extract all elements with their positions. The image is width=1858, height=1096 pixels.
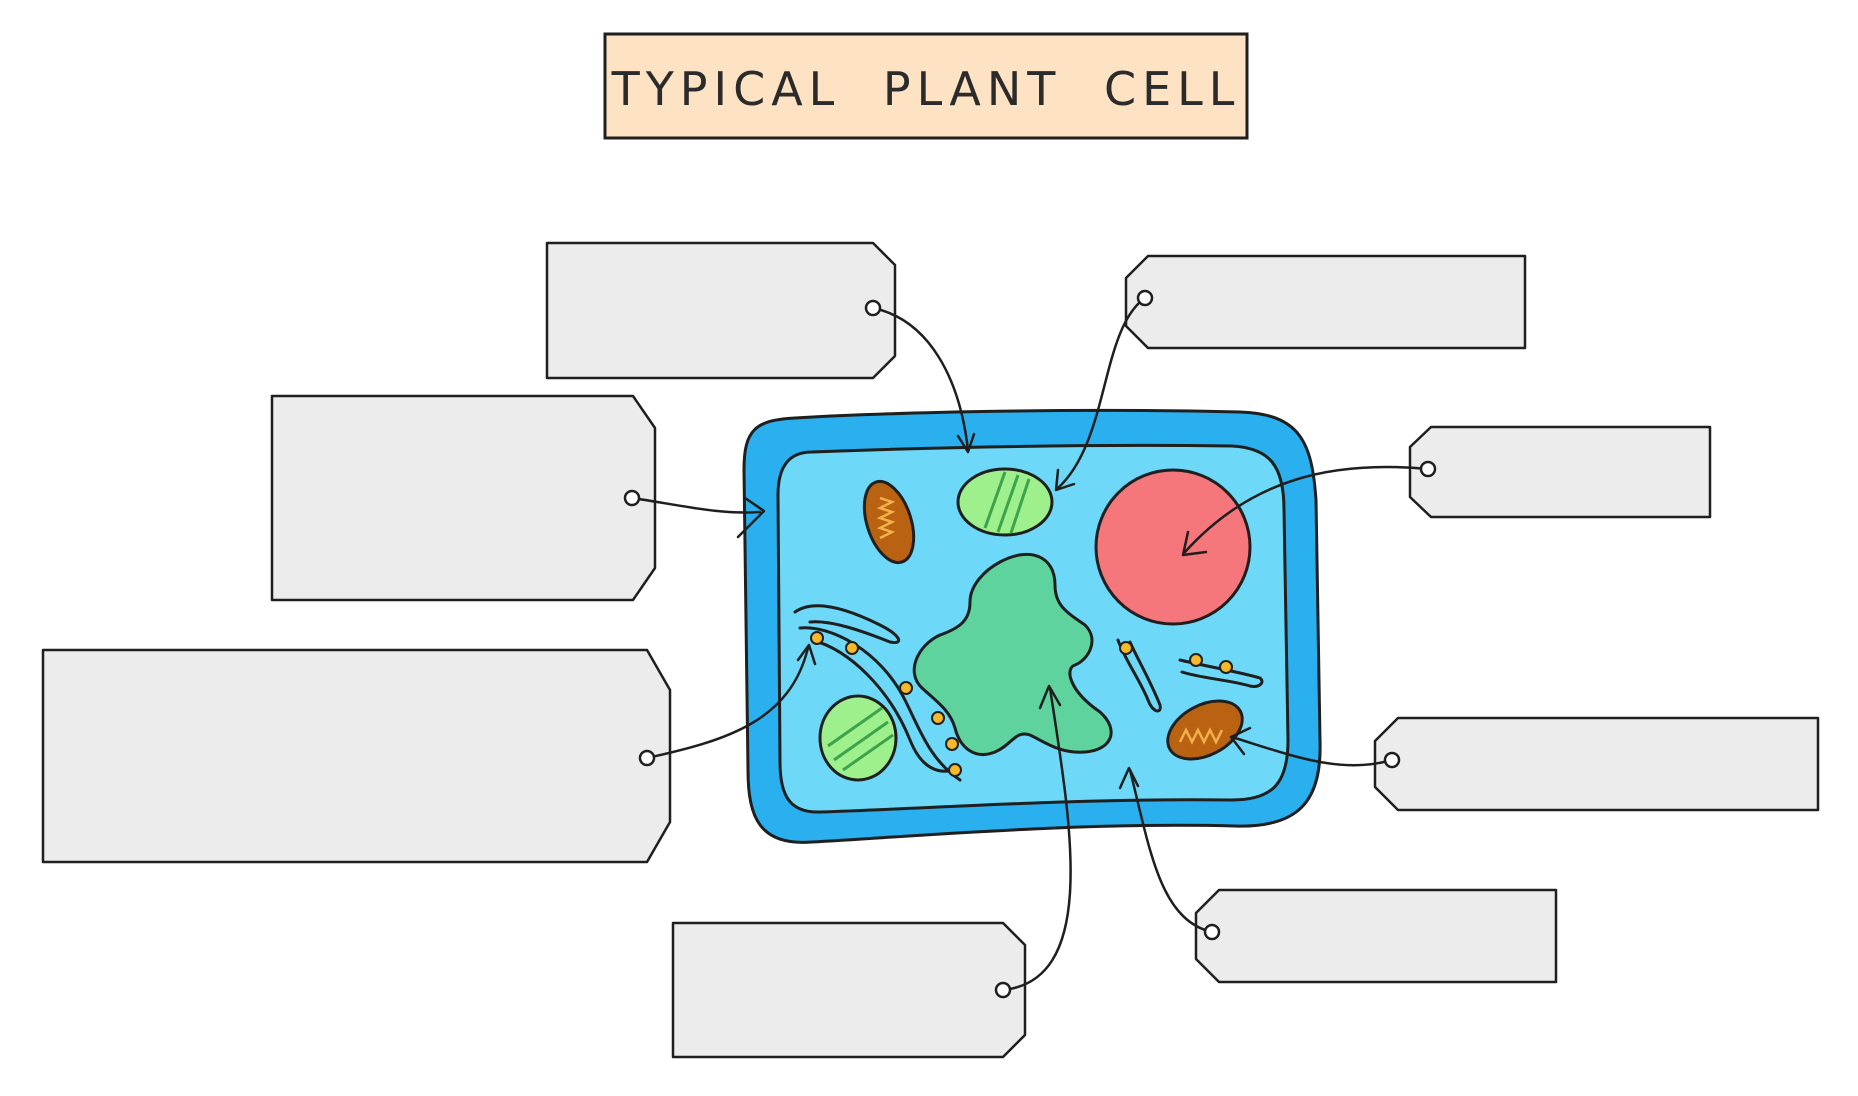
arrow-right-lower bbox=[1229, 726, 1394, 767]
arrow-right-upper bbox=[1181, 465, 1430, 557]
label-box-right-upper[interactable] bbox=[1408, 425, 1712, 519]
label-box-top-center[interactable] bbox=[545, 241, 897, 380]
arrow-left-lower bbox=[645, 643, 817, 760]
chloroplast-bottom bbox=[818, 694, 898, 782]
pin-left-lower bbox=[638, 749, 656, 767]
plant-cell bbox=[742, 408, 1322, 844]
pin-top-center bbox=[864, 299, 882, 317]
label-box-left-lower[interactable] bbox=[41, 648, 672, 864]
label-boxes bbox=[41, 241, 1820, 1059]
nucleus bbox=[1094, 468, 1252, 626]
vacuole bbox=[912, 552, 1113, 756]
ribosomes bbox=[810, 631, 1233, 777]
pin-bottom-center bbox=[994, 981, 1012, 999]
pin-left-upper bbox=[623, 489, 641, 507]
label-box-bottom-right[interactable] bbox=[1194, 888, 1558, 984]
pin-top-right bbox=[1136, 289, 1154, 307]
pin-bottom-right bbox=[1203, 923, 1221, 941]
endoplasmic-reticulum bbox=[793, 604, 1264, 782]
label-box-top-right[interactable] bbox=[1124, 254, 1527, 350]
connectors bbox=[623, 289, 1437, 999]
arrow-bottom-right bbox=[1118, 766, 1214, 934]
title-box: TYPICAL PLANT CELL bbox=[603, 32, 1249, 140]
label-box-left-upper[interactable] bbox=[270, 394, 657, 602]
arrow-bottom-center bbox=[1001, 684, 1072, 992]
chloroplast-top bbox=[956, 467, 1054, 537]
label-box-bottom-center[interactable] bbox=[671, 921, 1027, 1059]
mitochondrion-top bbox=[862, 479, 916, 565]
pin-right-lower bbox=[1383, 751, 1401, 769]
arrow-top-center bbox=[871, 306, 976, 454]
arrow-left-upper bbox=[630, 496, 766, 539]
diagram-title: TYPICAL PLANT CELL bbox=[611, 62, 1241, 116]
pin-right-upper bbox=[1419, 460, 1437, 478]
label-box-right-lower[interactable] bbox=[1373, 716, 1820, 812]
arrow-top-right bbox=[1054, 296, 1147, 492]
mitochondrion-right bbox=[1166, 699, 1244, 761]
